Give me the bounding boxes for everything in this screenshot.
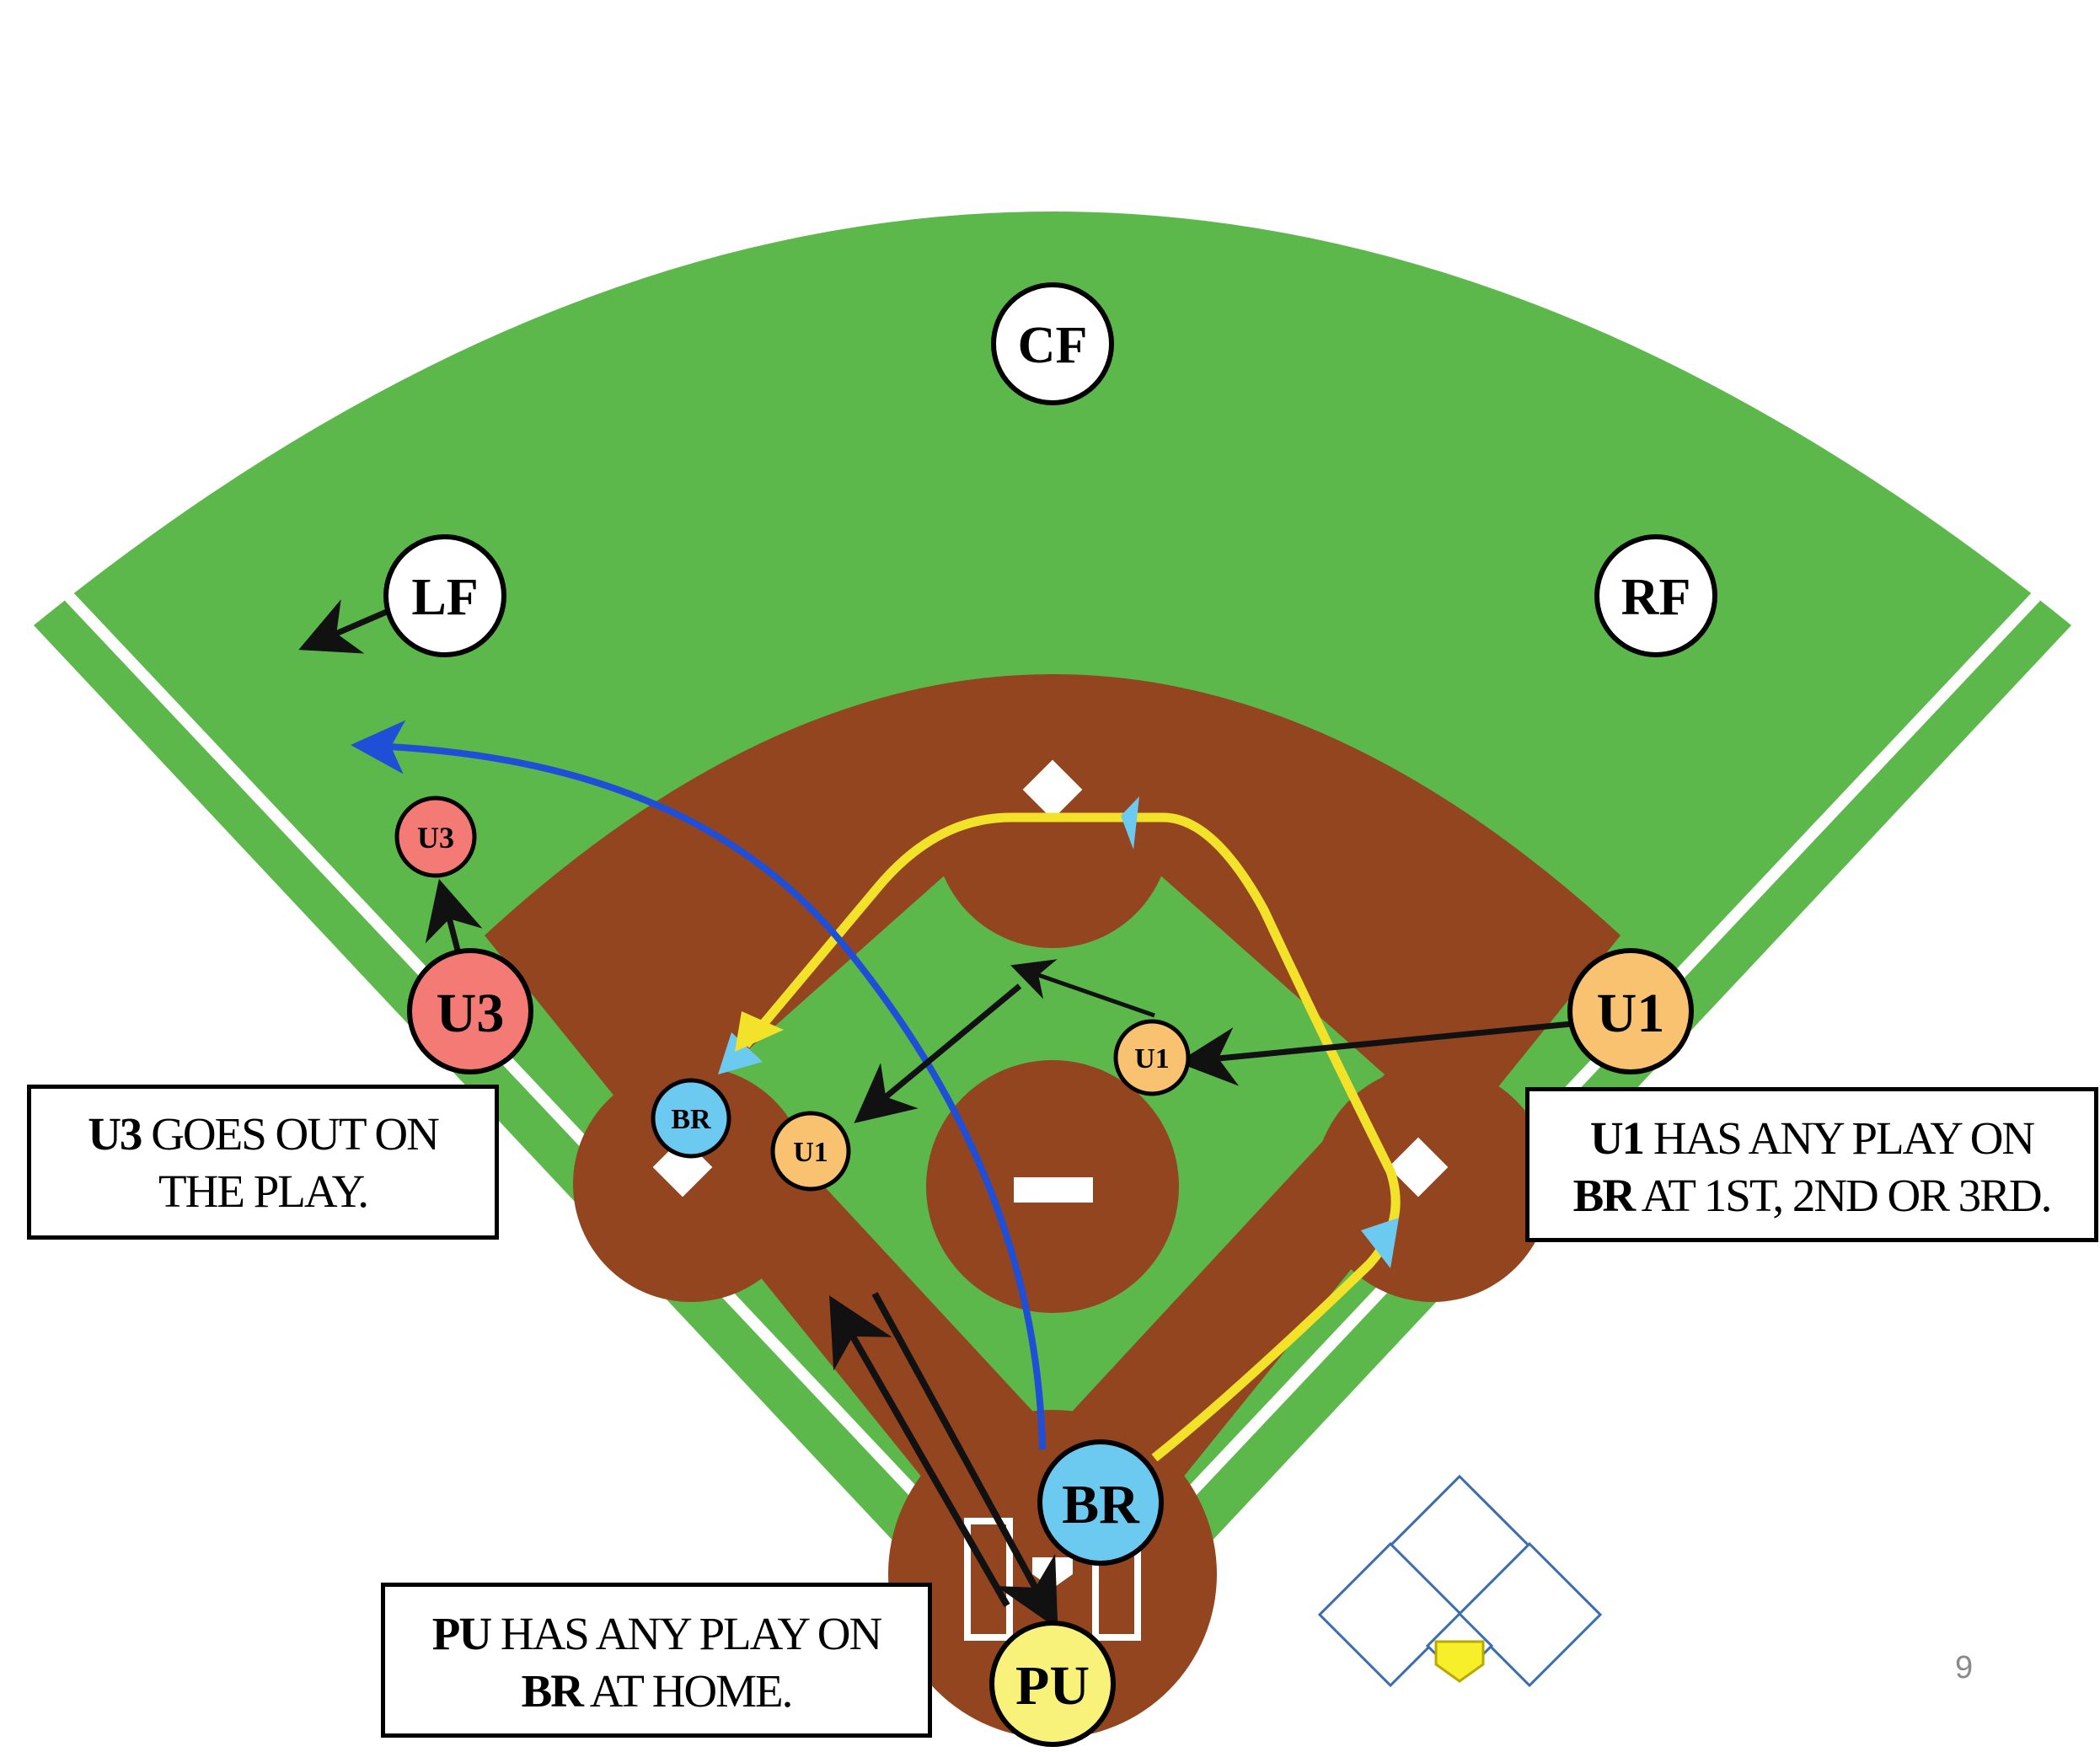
note-u3-line2: THE PLAY. <box>31 1163 495 1220</box>
note-pu-line2: BR AT HOME. <box>385 1663 928 1720</box>
note-u1-line1: U1 HAS ANY PLAY ON <box>1529 1110 2094 1167</box>
br-moved-marker: BR <box>653 1080 729 1156</box>
note-u3: U3 GOES OUT ON THE PLAY. <box>27 1085 499 1240</box>
pitching-rubber <box>1014 1177 1093 1203</box>
mini-diamond-icon <box>1320 1476 1600 1685</box>
svg-text:U3: U3 <box>437 983 505 1044</box>
note-pu-line2-bold: BR <box>522 1665 582 1717</box>
br-runner-marker: BR <box>1040 1442 1161 1563</box>
note-pu: PU HAS ANY PLAY ON BR AT HOME. <box>381 1583 932 1738</box>
first-base-cutout <box>1315 1066 1551 1302</box>
note-u1-line2: BR AT 1ST, 2ND OR 3RD. <box>1529 1167 2094 1224</box>
svg-text:U1: U1 <box>1597 983 1665 1044</box>
note-pu-text: HAS ANY PLAY ON <box>490 1608 881 1659</box>
note-u1-line2-text: AT 1ST, 2ND OR 3RD. <box>1634 1170 2050 1221</box>
note-u1: U1 HAS ANY PLAY ON BR AT 1ST, 2ND OR 3RD… <box>1525 1087 2098 1242</box>
u1-umpire-marker: U1 <box>1570 951 1691 1072</box>
svg-text:CF: CF <box>1018 317 1088 374</box>
u3-umpire-marker: U3 <box>410 951 531 1072</box>
note-u1-text: HAS ANY PLAY ON <box>1643 1112 2033 1164</box>
svg-text:U3: U3 <box>417 821 454 855</box>
note-pu-line1: PU HAS ANY PLAY ON <box>385 1605 928 1663</box>
page-number: 9 <box>1955 1650 1973 1686</box>
u1-moved-marker-b: U1 <box>773 1113 849 1189</box>
note-pu-line2-text: AT HOME. <box>582 1665 791 1717</box>
note-pu-bold: PU <box>432 1608 490 1659</box>
svg-text:BR: BR <box>671 1104 711 1135</box>
svg-text:U1: U1 <box>1134 1043 1170 1074</box>
note-u3-text: GOES OUT ON <box>141 1108 437 1160</box>
note-u1-bold: U1 <box>1590 1112 1643 1164</box>
pu-umpire-marker: PU <box>992 1623 1113 1744</box>
note-u1-line2-bold: BR <box>1573 1170 1634 1221</box>
u3-moved-marker: U3 <box>397 798 474 876</box>
note-u3-line1: U3 GOES OUT ON <box>31 1106 495 1163</box>
svg-text:U1: U1 <box>793 1137 828 1168</box>
svg-text:PU: PU <box>1015 1655 1090 1717</box>
note-u3-bold: U3 <box>88 1108 141 1160</box>
rf-marker: RF <box>1597 537 1715 655</box>
cf-marker: CF <box>994 285 1112 403</box>
lf-marker: LF <box>386 537 504 655</box>
u1-moved-marker-a: U1 <box>1116 1021 1188 1094</box>
svg-text:BR: BR <box>1062 1474 1140 1535</box>
svg-text:RF: RF <box>1621 569 1691 626</box>
svg-text:LF: LF <box>411 569 478 626</box>
